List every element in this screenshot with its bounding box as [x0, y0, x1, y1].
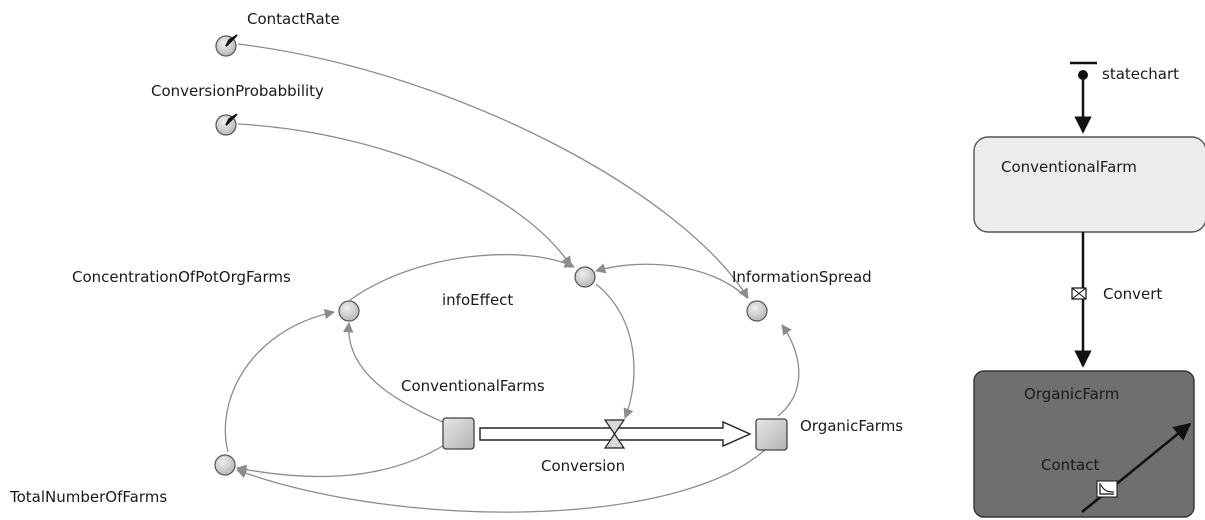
stock-label: ConventionalFarms: [401, 377, 545, 395]
parameter-label: ConversionProbabbility: [151, 82, 324, 100]
transition-label: Convert: [1103, 285, 1162, 303]
state-label: OrganicFarm: [1024, 385, 1119, 403]
link-infoeffect-to-conversion: [595, 283, 635, 419]
variable-icon: [746, 300, 768, 322]
transition-convert[interactable]: Convert: [1071, 232, 1162, 368]
parameter-label: ContactRate: [247, 10, 340, 28]
variable-concentration[interactable]: ConcentrationOfPotOrgFarms: [72, 268, 360, 322]
state-box: [973, 136, 1205, 233]
link-concentration-to-infoeffect: [349, 253, 575, 301]
link-conventional-to-concentration: [343, 321, 451, 426]
state-label: ConventionalFarm: [1001, 158, 1137, 176]
variable-label: TotalNumberOfFarms: [9, 488, 167, 506]
stock-icon: [755, 418, 788, 451]
stock-label: OrganicFarms: [800, 417, 903, 435]
valve-icon: [603, 419, 626, 449]
link-informationspread-to-infoeffect: [595, 263, 748, 299]
variable-total-number[interactable]: TotalNumberOfFarms: [9, 454, 236, 506]
transition-label: Contact: [1041, 456, 1099, 474]
message-envelope-icon: [1071, 287, 1087, 300]
flow-label: Conversion: [541, 457, 625, 475]
stock-conventional[interactable]: ConventionalFarms: [401, 377, 545, 450]
parameter-contact-rate[interactable]: ContactRate: [215, 10, 340, 57]
link-organic-to-informationspread: [777, 324, 800, 417]
variable-label: ConcentrationOfPotOrgFarms: [72, 268, 291, 286]
flow-conversion[interactable]: Conversion: [479, 419, 752, 475]
statechart-entry-label: statechart: [1102, 65, 1179, 83]
link-total-to-concentration: [224, 308, 336, 453]
entry-point-icon: [1078, 70, 1088, 80]
variable-icon: [338, 300, 360, 322]
stock-organic[interactable]: OrganicFarms: [755, 417, 903, 451]
variable-label: InformationSpread: [732, 268, 872, 286]
stock-icon: [442, 417, 475, 450]
link-conversionprob-to-infoeffect: [237, 123, 572, 267]
variable-information-spread[interactable]: InformationSpread: [732, 268, 872, 322]
state-organic-farm[interactable]: OrganicFarm Contact: [973, 370, 1195, 518]
variable-icon: [574, 266, 596, 288]
rate-trigger-icon: [1096, 480, 1118, 498]
variable-icon: [214, 454, 236, 476]
state-box: [973, 370, 1195, 518]
parameter-conversion-probability[interactable]: ConversionProbabbility: [151, 82, 324, 136]
link-organic-to-total: [236, 442, 773, 513]
link-contactrate-to-informationspread: [237, 43, 749, 299]
dependency-links: [224, 43, 800, 513]
statechart-entry[interactable]: statechart: [1070, 61, 1179, 134]
link-conventional-to-total: [235, 443, 447, 478]
variable-info-effect[interactable]: infoEffect: [442, 266, 596, 309]
state-conventional-farm[interactable]: ConventionalFarm: [973, 136, 1205, 233]
variable-label: infoEffect: [442, 291, 513, 309]
